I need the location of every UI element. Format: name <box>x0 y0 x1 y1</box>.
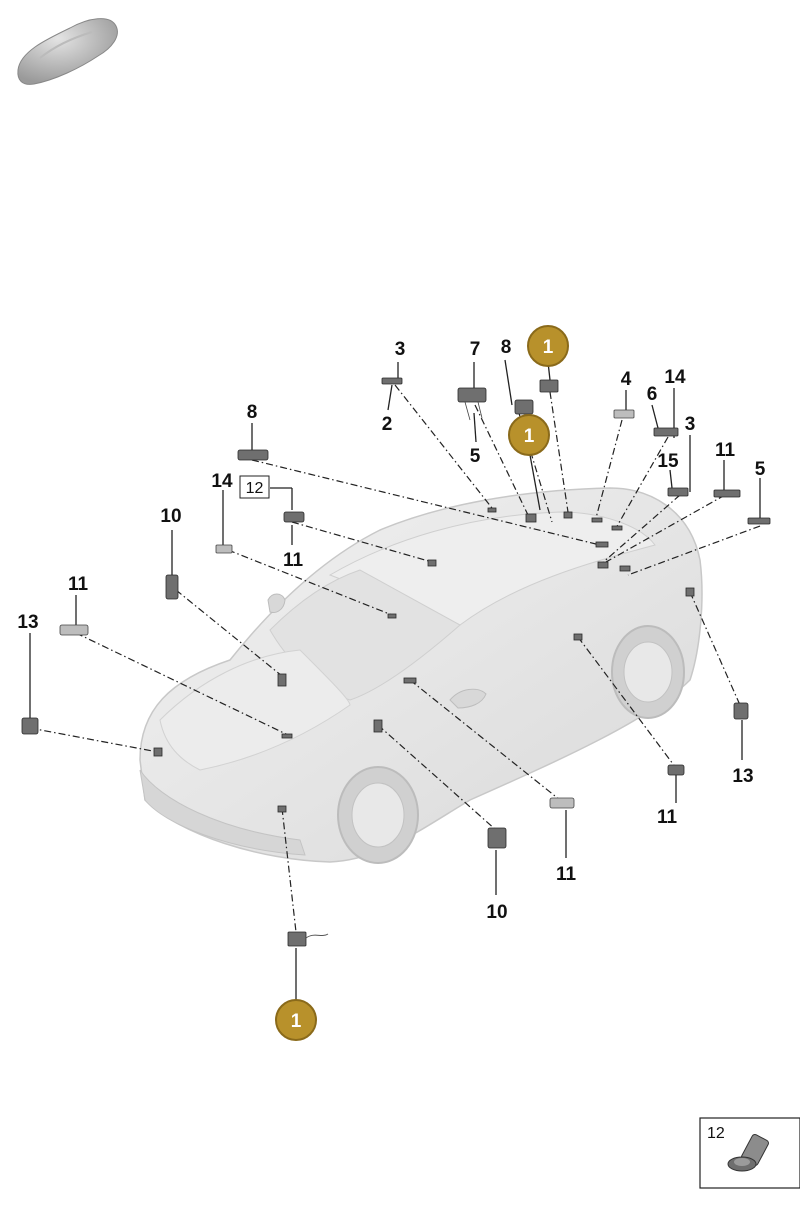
label-5-top: 5 <box>470 446 481 467</box>
label-6: 6 <box>647 384 658 405</box>
rear-wheel <box>611 625 685 719</box>
label-11-left: 11 <box>283 550 304 571</box>
car-illustration <box>139 487 703 864</box>
part-11-right <box>667 764 685 776</box>
label-12-box: 12 <box>239 475 270 499</box>
leader-lines <box>29 384 761 933</box>
part-6-14 <box>653 427 679 437</box>
screw-icon <box>727 1133 769 1172</box>
label-11-front: 11 <box>68 574 89 595</box>
label-11-right: 11 <box>657 807 678 828</box>
part-13-right <box>733 702 749 720</box>
inset-label: 12 <box>707 1125 725 1142</box>
callout-1-middle[interactable]: 1 <box>508 414 550 456</box>
part-11-bottom <box>549 797 575 809</box>
label-3-top: 3 <box>395 339 406 360</box>
label-10-bottom: 10 <box>486 902 507 923</box>
part-5-cable <box>464 401 483 421</box>
label-3-right: 3 <box>685 414 696 435</box>
part-13-left <box>21 717 39 735</box>
inset-box: 12 <box>699 1117 800 1189</box>
label-leaders <box>29 359 761 1000</box>
part-10-bottom <box>487 827 507 849</box>
svg-text:12: 12 <box>246 480 264 497</box>
label-14-top: 14 <box>664 367 686 388</box>
part-number-labels: 3 2 7 8 5 4 14 6 3 15 11 5 8 14 12 11 10… <box>17 337 765 923</box>
parts <box>21 377 771 947</box>
label-13-right: 13 <box>732 766 753 787</box>
label-11-rear: 11 <box>715 440 736 461</box>
part-1-top <box>539 379 559 393</box>
part-11-rear <box>713 489 741 498</box>
label-4: 4 <box>621 369 632 390</box>
label-13-left: 13 <box>17 612 38 633</box>
part-5-rear <box>747 517 771 525</box>
part-10-left <box>165 574 179 600</box>
car-thumbnail-icon[interactable] <box>17 18 118 85</box>
callout-1-bottom[interactable]: 1 <box>275 999 317 1041</box>
part-1-bottom <box>287 931 307 947</box>
label-2: 2 <box>382 414 393 435</box>
part-8 <box>514 399 534 415</box>
part-7 <box>457 387 487 403</box>
part-8-left <box>237 449 269 461</box>
label-14-left: 14 <box>211 471 233 492</box>
part-11-left <box>283 511 305 523</box>
front-wheel <box>337 766 419 864</box>
label-8-left: 8 <box>247 402 258 423</box>
label-5-rear: 5 <box>755 459 766 480</box>
label-15: 15 <box>657 451 679 472</box>
part-15 <box>667 487 689 497</box>
label-7: 7 <box>470 339 481 360</box>
svg-text:1: 1 <box>291 1011 302 1032</box>
callout-1-top[interactable]: 1 <box>527 325 569 367</box>
svg-text:1: 1 <box>524 426 535 447</box>
part-11-front <box>59 624 89 636</box>
part-14-left <box>215 544 233 554</box>
label-8-top: 8 <box>501 337 512 358</box>
part-4 <box>613 409 635 419</box>
label-10-left: 10 <box>160 506 181 527</box>
part-2-3 <box>381 377 403 385</box>
svg-text:1: 1 <box>543 337 554 358</box>
label-11-bottom: 11 <box>556 864 577 885</box>
